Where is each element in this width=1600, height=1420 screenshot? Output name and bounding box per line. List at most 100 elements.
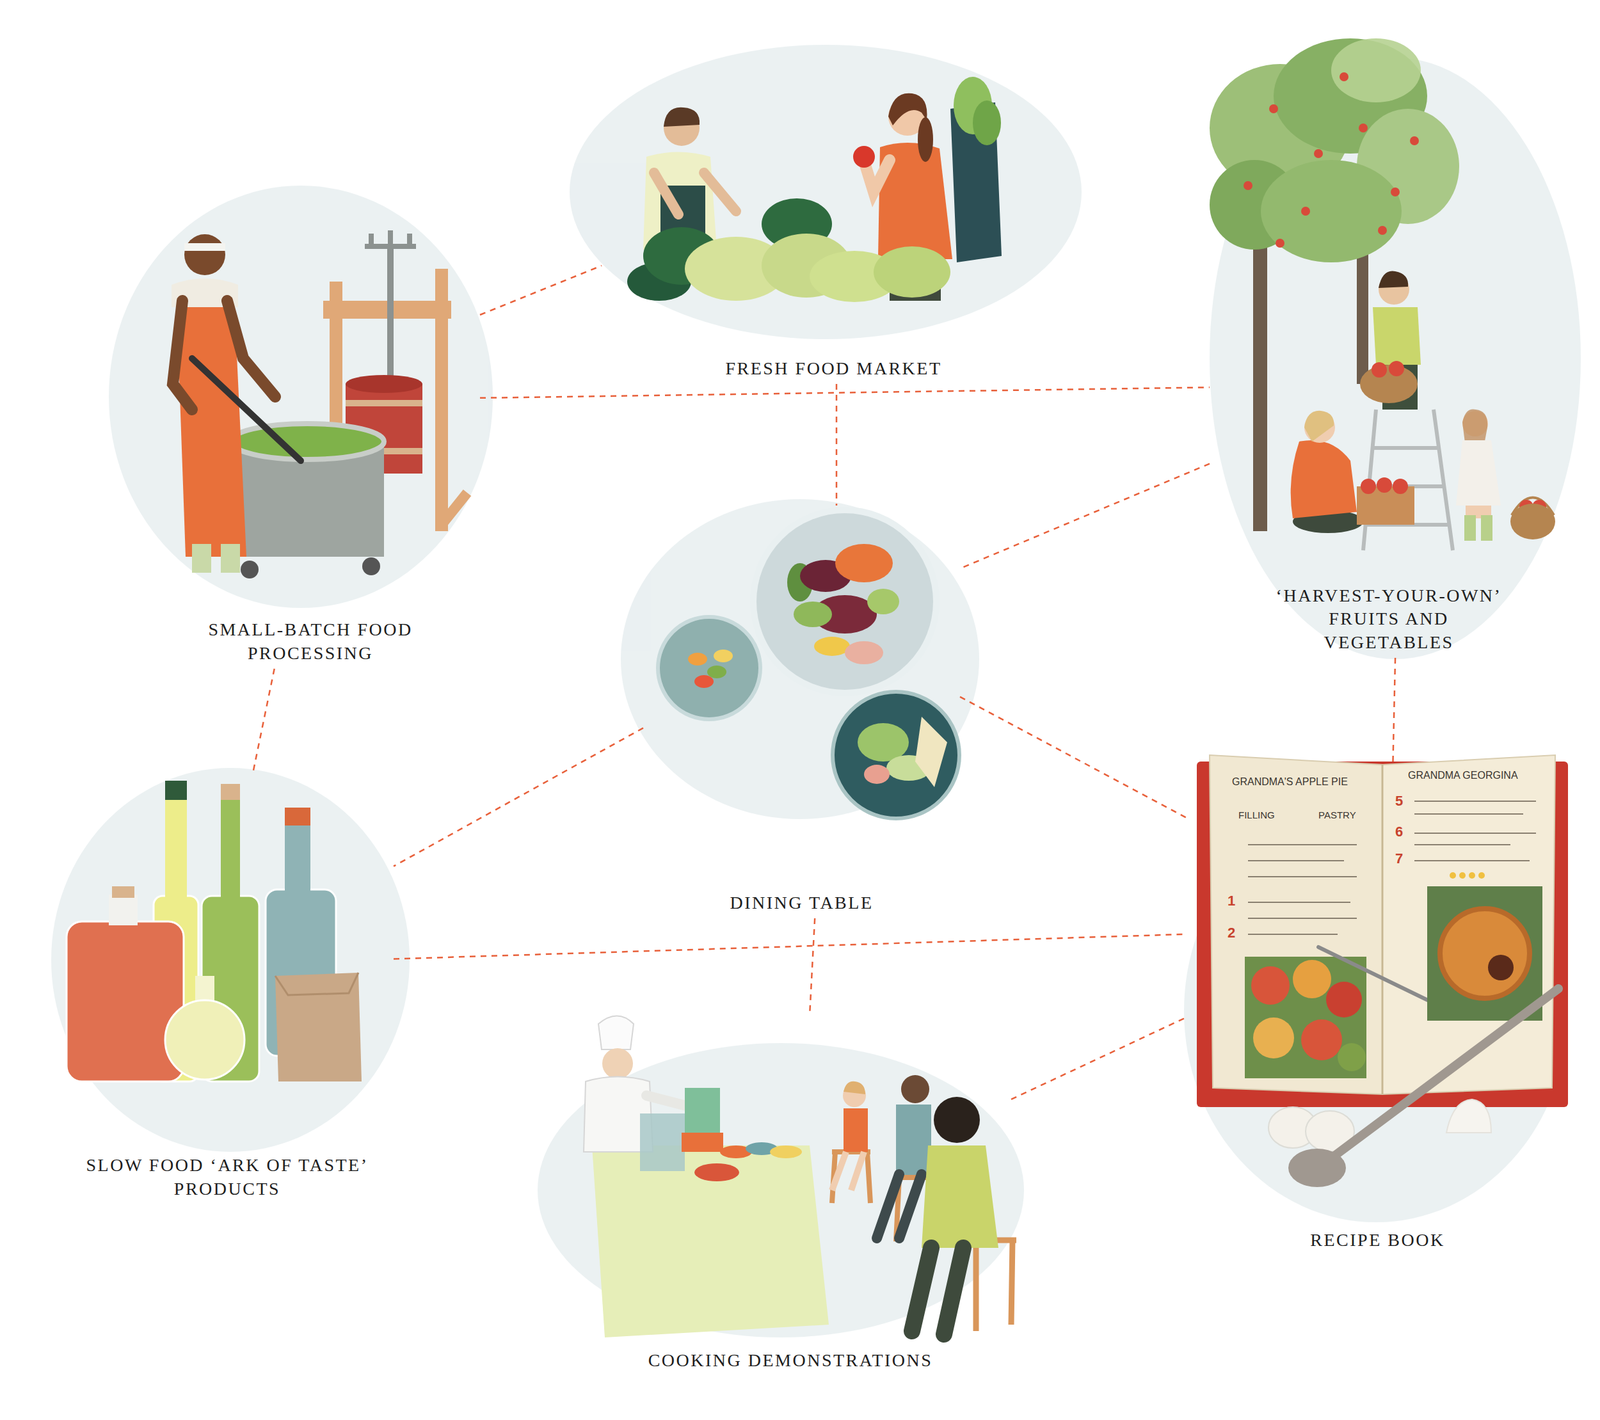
recipe-book-drawing-shape [1244, 956, 1367, 1079]
dashed-connector [393, 934, 1188, 960]
cooking-demo-figures-shape [832, 1152, 871, 1204]
recipe-book-drawing-shape [1331, 988, 1559, 1159]
harvest-figures-shape [1456, 440, 1501, 506]
dining-plates-shape [753, 510, 937, 694]
dining-plates [657, 510, 960, 819]
recipe-book-drawing-shape-shape [1248, 901, 1351, 904]
dashed-connector [480, 265, 602, 315]
market-figures-shape [917, 117, 934, 162]
ark-of-taste-bottles-shape [284, 807, 311, 826]
vignette-node: RECIPE BOOK [1187, 761, 1568, 1256]
dashed-connector [835, 384, 838, 506]
ark-of-taste-bottles-shape [275, 972, 362, 1082]
harvest-figures-shape [1480, 515, 1493, 541]
cooking-demo-figures-shape [592, 1145, 829, 1338]
harvest-figures-shape [1331, 38, 1421, 103]
recipe-book-drawing-shape-shape [1478, 872, 1485, 879]
ark-of-taste-bottles-shape [165, 1000, 245, 1080]
vignette-node: DINING TABLE [643, 505, 960, 919]
harvest-figures-shape-shape [1390, 187, 1400, 197]
recipe-book-drawing-shape [1292, 960, 1332, 999]
recipe-book-drawing-shape [1449, 872, 1485, 879]
handwritten-note: GRANDMA GEORGINA [1408, 769, 1519, 782]
harvest-figures-shape-shape [1301, 206, 1311, 216]
handwritten-note: FILLING [1238, 810, 1275, 822]
dashed-connector [960, 464, 1210, 569]
harvest-figures-shape [1371, 362, 1387, 378]
harvest-figures-shape-shape [1275, 238, 1285, 248]
ark-of-taste-bottles-shape [275, 972, 359, 996]
processing-figures-shape [240, 560, 259, 579]
harvest-figures [1209, 38, 1556, 551]
harvest-figures-shape-shape [1377, 225, 1387, 235]
recipe-book-drawing-shape [1488, 954, 1514, 981]
processing-figures-shape [441, 492, 468, 525]
cooking-demo-figures-shape [602, 1048, 633, 1080]
cooking-demo-figures-shape [684, 1088, 720, 1133]
harvest-figures-shape [1304, 410, 1334, 442]
recipe-book-drawing-shape-shape [1414, 860, 1530, 862]
harvest-figures-shape-shape [1269, 104, 1279, 114]
processing-figures-shape [230, 423, 384, 460]
dashed-connector [480, 387, 1210, 399]
cooking-demo-figures-shape [901, 1075, 930, 1104]
recipe-book-drawing-shape [1251, 966, 1290, 1005]
dining-plates-shape [694, 675, 714, 688]
node-label: COOKING DEMONSTRATIONS [648, 1349, 934, 1373]
market-figures-shape [704, 172, 736, 212]
cooking-demo-figures-shape [843, 1108, 868, 1152]
recipe-book-drawing-shape [1440, 908, 1530, 999]
cooking-demo-figures-shape [876, 1174, 922, 1239]
node-label: RECIPE BOOK [1310, 1228, 1445, 1252]
recipe-book-drawing-shape [1209, 755, 1383, 1095]
cooking-demo-figures [583, 1016, 1017, 1339]
dashed-connector [960, 696, 1188, 819]
handwritten-note: GRANDMA'S APPLE PIE [1232, 776, 1348, 788]
vignette-node: ‘HARVEST-YOUR-OWN’ FRUITS AND VEGETABLES [1209, 56, 1568, 658]
step-number: 6 [1395, 824, 1403, 840]
watercolor-blobs-shape [51, 768, 410, 1152]
dashed-connector [252, 668, 275, 775]
cooking-demo-figures-shape [843, 1081, 866, 1095]
processing-figures-shape [345, 375, 423, 393]
recipe-book-drawing-shape-shape [1449, 872, 1456, 879]
watercolor-blobs-shape [1209, 57, 1581, 660]
recipe-book-drawing-shape [1446, 1099, 1492, 1133]
harvest-figures-shape [1363, 409, 1453, 551]
dining-plates-shape [688, 652, 708, 666]
cooking-demo-figures-shape [681, 1132, 724, 1152]
harvest-figures-shape [1360, 478, 1376, 495]
dining-plates-shape [713, 649, 733, 663]
cooking-demo-figures-shape [921, 1145, 999, 1248]
processing-figures-shape [227, 300, 276, 397]
watercolor-blobs-shape [108, 185, 493, 608]
harvest-figures-shape [1510, 503, 1556, 540]
market-figures-shape [853, 145, 875, 168]
market-figures-shape [873, 246, 951, 298]
recipe-book-drawing-shape [1337, 1043, 1366, 1072]
watercolor-blobs-shape [620, 499, 980, 820]
harvest-figures-shape [1290, 440, 1357, 519]
recipe-book-drawing-shape-shape [1414, 844, 1511, 846]
dashed-connector [393, 728, 644, 867]
dining-plates-shape [844, 641, 884, 665]
dashed-connector [1392, 657, 1396, 762]
watercolor-blobs [51, 44, 1581, 1338]
recipe-book-drawing-shape-shape [1248, 844, 1357, 846]
harvest-figures-shape [1253, 230, 1268, 532]
dashed-connector [1011, 1016, 1188, 1100]
recipe-book-drawing-shape [1427, 886, 1543, 1021]
recipe-book-drawing-shape-shape [1248, 860, 1344, 862]
cooking-demo-figures-shape [694, 1163, 740, 1182]
cooking-demo-figures-shape [896, 1104, 932, 1176]
dining-plates-shape [832, 691, 960, 819]
harvest-figures-shape [1360, 364, 1418, 404]
step-number: 5 [1395, 793, 1403, 809]
harvest-figures-shape [1378, 271, 1408, 288]
market-figures-shape [972, 100, 1001, 146]
market-figures-shape [888, 93, 928, 126]
step-number: 1 [1227, 893, 1236, 909]
recipe-book-drawing-shape [1326, 981, 1362, 1018]
harvest-figures-shape [1376, 477, 1392, 493]
